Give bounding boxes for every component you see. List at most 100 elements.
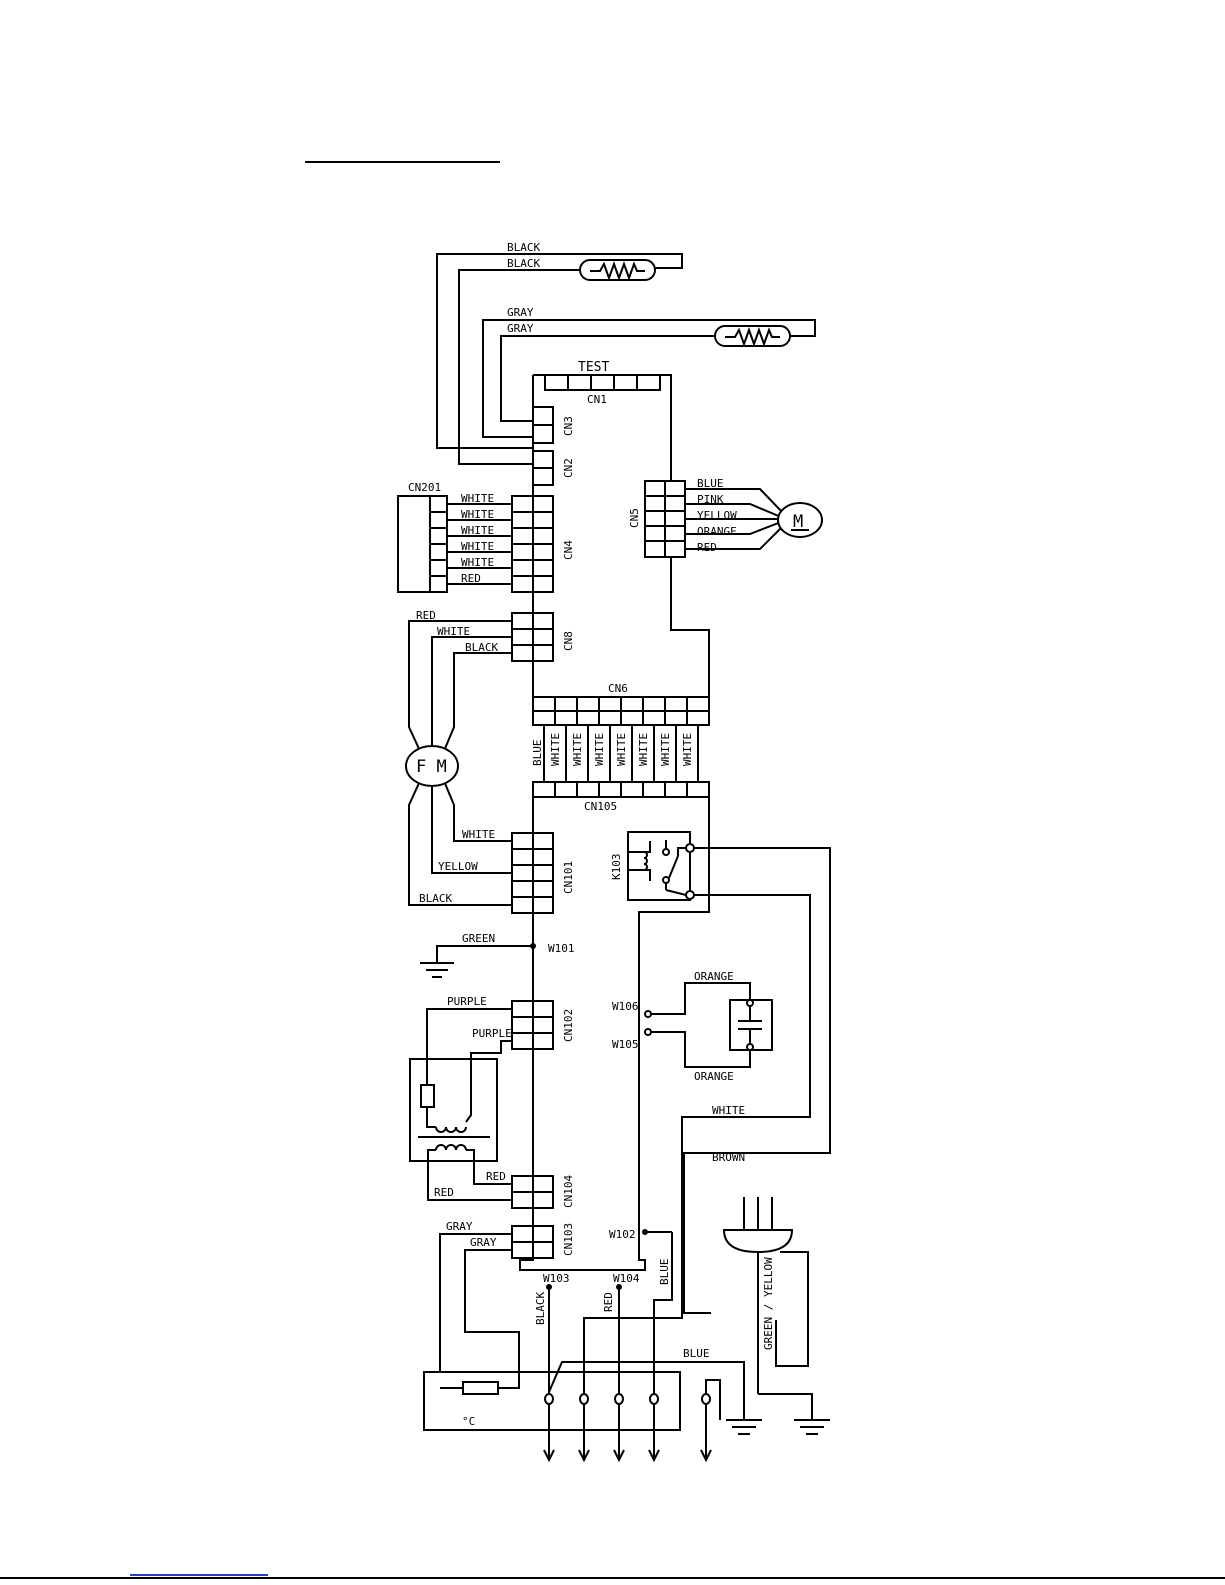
label-cn104: CN104 <box>562 1175 575 1208</box>
gray-wire-2 <box>464 1249 520 1389</box>
wire-label-green: GREEN <box>462 932 495 945</box>
wire-label-red-1: RED <box>486 1170 506 1183</box>
wire-label-black-2: BLACK <box>507 257 540 270</box>
wire-label-cn101-black: BLACK <box>419 892 452 905</box>
relay-k103 <box>627 831 695 901</box>
ground-symbol-1 <box>420 962 454 978</box>
wire-label-cn5-1: BLUE <box>697 477 724 490</box>
capacitor <box>651 982 773 1068</box>
relay-red-wire <box>583 1310 683 1394</box>
wire-label-cn6-8: WHITE <box>681 733 694 766</box>
blue-wire-v <box>653 1232 673 1394</box>
gray-wire-1 <box>439 1233 512 1372</box>
purple-wire-1 <box>426 1008 512 1085</box>
label-w102: W102 <box>609 1228 636 1241</box>
junction-w106 <box>644 1010 652 1018</box>
label-cn4: CN4 <box>562 540 575 560</box>
connector-cn6 <box>532 696 710 726</box>
motor-symbol <box>777 502 823 538</box>
purple-wire-2 <box>465 1040 512 1123</box>
connector-cn1 <box>544 374 661 391</box>
wire-label-cn6-3: WHITE <box>571 733 584 766</box>
output-arrows <box>543 1379 721 1463</box>
wire-label-cn6-1: BLUE <box>531 740 544 767</box>
connector-cn101 <box>511 832 554 914</box>
wire-label-cn101-white: WHITE <box>462 828 495 841</box>
label-w105: W105 <box>612 1038 639 1051</box>
connector-cn4 <box>511 495 554 593</box>
connector-cn5 <box>644 480 686 558</box>
wire-label-gray-1: GRAY <box>507 306 534 319</box>
wire-label-brown: BROWN <box>712 1151 745 1164</box>
wire-label-cn6-2: WHITE <box>549 733 562 766</box>
wire-label-orange-2: ORANGE <box>694 1070 734 1083</box>
label-cn105: CN105 <box>584 800 617 813</box>
label-cn102: CN102 <box>562 1009 575 1042</box>
connector-cn3 <box>532 406 554 444</box>
wire-label-orange-1: ORANGE <box>694 970 734 983</box>
transformer <box>409 1058 512 1201</box>
wire-label-cn8-red: RED <box>416 609 436 622</box>
green-wire <box>436 945 533 963</box>
connector-cn2 <box>532 450 554 486</box>
ground-symbol-3 <box>794 1419 830 1435</box>
ground-symbol-2 <box>726 1419 762 1435</box>
wire-label-cn101-yellow: YELLOW <box>438 860 478 873</box>
label-k103: K103 <box>610 854 623 881</box>
fan-motor-symbol <box>405 745 459 787</box>
cn4-wires <box>447 503 512 585</box>
wire-label-cn4-5: WHITE <box>461 556 494 569</box>
connector-cn103 <box>511 1225 554 1259</box>
wire-label-gray-2: GRAY <box>507 322 534 335</box>
wire-label-black-1: BLACK <box>507 241 540 254</box>
wire-label-purple-2: PURPLE <box>472 1027 512 1040</box>
label-cn8: CN8 <box>562 631 575 651</box>
wire-label-cn6-5: WHITE <box>615 733 628 766</box>
wire-label-cn4-6: RED <box>461 572 481 585</box>
wire-label-white-relay: WHITE <box>712 1104 745 1117</box>
label-cn6: CN6 <box>608 682 628 695</box>
connector-cn8 <box>511 612 554 662</box>
label-cn5: CN5 <box>628 508 641 528</box>
terminal-block <box>423 1371 681 1431</box>
wire-label-black-v: BLACK <box>534 1292 547 1325</box>
label-w104: W104 <box>613 1272 640 1285</box>
label-cn1: CN1 <box>587 393 607 406</box>
wire-label-gray-3: GRAY <box>446 1220 473 1233</box>
wire-label-red-v: RED <box>602 1292 615 1312</box>
pcb-lower-outline <box>519 781 710 1271</box>
label-w106: W106 <box>612 1000 639 1013</box>
wire-label-cn8-black: BLACK <box>465 641 498 654</box>
wire-label-cn4-4: WHITE <box>461 540 494 553</box>
wire-label-blue-v: BLUE <box>658 1259 671 1286</box>
junction-w101 <box>530 943 536 949</box>
wire-label-cn6-6: WHITE <box>637 733 650 766</box>
sensor-1 <box>436 253 683 465</box>
cn5-wires <box>685 488 785 550</box>
wire-label-cn5-3: YELLOW <box>697 509 737 522</box>
white-relay-wire <box>681 894 811 1310</box>
wire-label-red-2: RED <box>434 1186 454 1199</box>
wire-label-cn8-white: WHITE <box>437 625 470 638</box>
wire-label-purple-1: PURPLE <box>447 995 487 1008</box>
connector-cn201 <box>397 495 448 593</box>
label-w101: W101 <box>548 942 575 955</box>
connector-cn104 <box>511 1175 554 1209</box>
wire-label-cn6-7: WHITE <box>659 733 672 766</box>
connector-cn102 <box>511 1000 554 1050</box>
wire-label-gray-4: GRAY <box>470 1236 497 1249</box>
blue-wire-h <box>548 1361 745 1420</box>
wire-label-cn6-4: WHITE <box>593 733 606 766</box>
label-motor: M <box>793 512 803 532</box>
sensor-2 <box>482 319 816 438</box>
wire-label-cn4-1: WHITE <box>461 492 494 505</box>
wire-label-blue-h: BLUE <box>683 1347 710 1360</box>
junction-w105 <box>644 1028 652 1036</box>
label-cn103: CN103 <box>562 1223 575 1256</box>
wire-label-cn4-3: WHITE <box>461 524 494 537</box>
wire-label-cn5-5: RED <box>697 541 717 554</box>
wire-label-cn5-4: ORANGE <box>697 525 737 538</box>
label-test: TEST <box>578 360 609 375</box>
cn6-cn105-bundle <box>543 725 699 782</box>
